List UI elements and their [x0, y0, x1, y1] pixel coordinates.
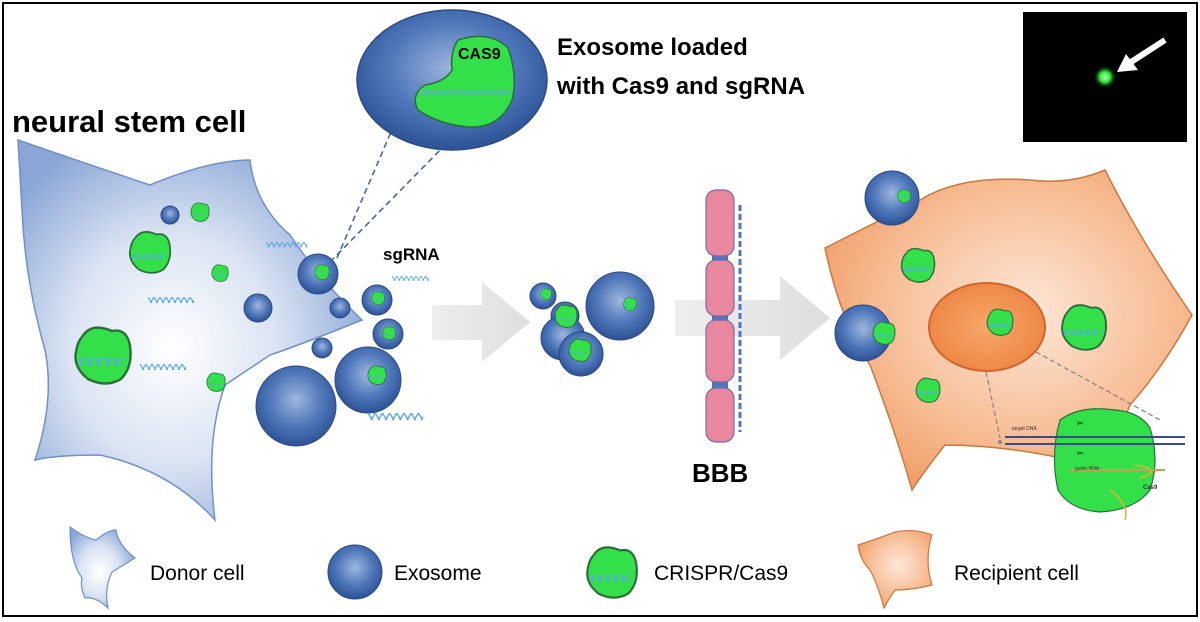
cas9-label: CAS9 [458, 46, 501, 63]
legend-donor-icon [69, 525, 137, 610]
zoom-line [336, 124, 395, 259]
neural-stem-cell-title: neural stem cell [12, 104, 247, 139]
sgrna-helix [148, 297, 194, 303]
sgrna-label: sgRNA [383, 245, 440, 264]
exosome [160, 205, 180, 225]
flow-arrow [675, 276, 830, 360]
crispr-icon [568, 338, 592, 362]
sgrna-helix [368, 413, 424, 421]
legend-exosome-label: Exosome [394, 562, 482, 585]
scissor-icon: ✂ [1077, 419, 1084, 428]
bbb-barrier [705, 189, 742, 443]
inset-guide-rna-label: guide RNA [1075, 466, 1100, 472]
exosome [243, 293, 273, 323]
nucleus [928, 282, 1046, 372]
exosome [329, 297, 351, 319]
exosome [334, 346, 402, 414]
exosome-title-line2: with Cas9 and sgRNA [557, 73, 806, 100]
legend-crispr-icon [586, 546, 638, 599]
zoom-line [329, 139, 451, 263]
sgrna-helix [392, 276, 429, 281]
crispr-icon [206, 372, 226, 392]
legend-exosome-icon [327, 544, 383, 600]
exosome [311, 337, 333, 359]
crispr-icon [915, 377, 941, 403]
crispr-icon [986, 308, 1014, 336]
sgrna-helix [266, 242, 308, 248]
crispr-icon [554, 304, 578, 328]
crispr-icon [371, 291, 385, 305]
zoom-line [985, 371, 1001, 439]
arrow-icon [1117, 37, 1167, 72]
inset-cas9-label: Cas9 [1143, 485, 1158, 491]
inset-target-dna-label: target DNA [1012, 426, 1037, 432]
fluorescent-dot [1094, 66, 1116, 88]
inset-dot [998, 440, 1002, 444]
scissor-icon: ✂ [1077, 449, 1084, 458]
crispr-mechanism-inset: ✂ ✂ [1005, 408, 1185, 521]
crispr-icon [190, 202, 210, 222]
exosome [864, 170, 920, 226]
crispr-icon [900, 247, 936, 283]
crispr-icon [382, 326, 396, 340]
crispr-icon [623, 297, 637, 311]
sgrna-helix [140, 364, 186, 370]
legend-donor-label: Donor cell [150, 562, 245, 585]
crispr-icon [74, 326, 132, 385]
enlarged-sgrna [420, 89, 510, 96]
legend-recipient-label: Recipient cell [954, 562, 1079, 585]
flow-arrow [432, 282, 530, 362]
legend-recipient-icon [857, 529, 933, 610]
donor-cell [17, 138, 364, 523]
crispr-icon [897, 189, 911, 203]
crispr-icon [540, 288, 552, 300]
exosome [255, 365, 337, 447]
crispr-icon [211, 264, 229, 282]
exosome [585, 271, 655, 341]
crispr-icon [314, 264, 330, 280]
crispr-icon [367, 365, 387, 385]
enlarged-cas9 [414, 35, 515, 128]
crispr-icon [128, 231, 172, 274]
exosome-title-line1: Exosome loaded [557, 34, 748, 61]
crispr-icon [872, 321, 896, 345]
bbb-label: BBB [692, 458, 749, 488]
crispr-icon [1061, 304, 1108, 351]
legend-crispr-label: CRISPR/Cas9 [654, 562, 789, 585]
